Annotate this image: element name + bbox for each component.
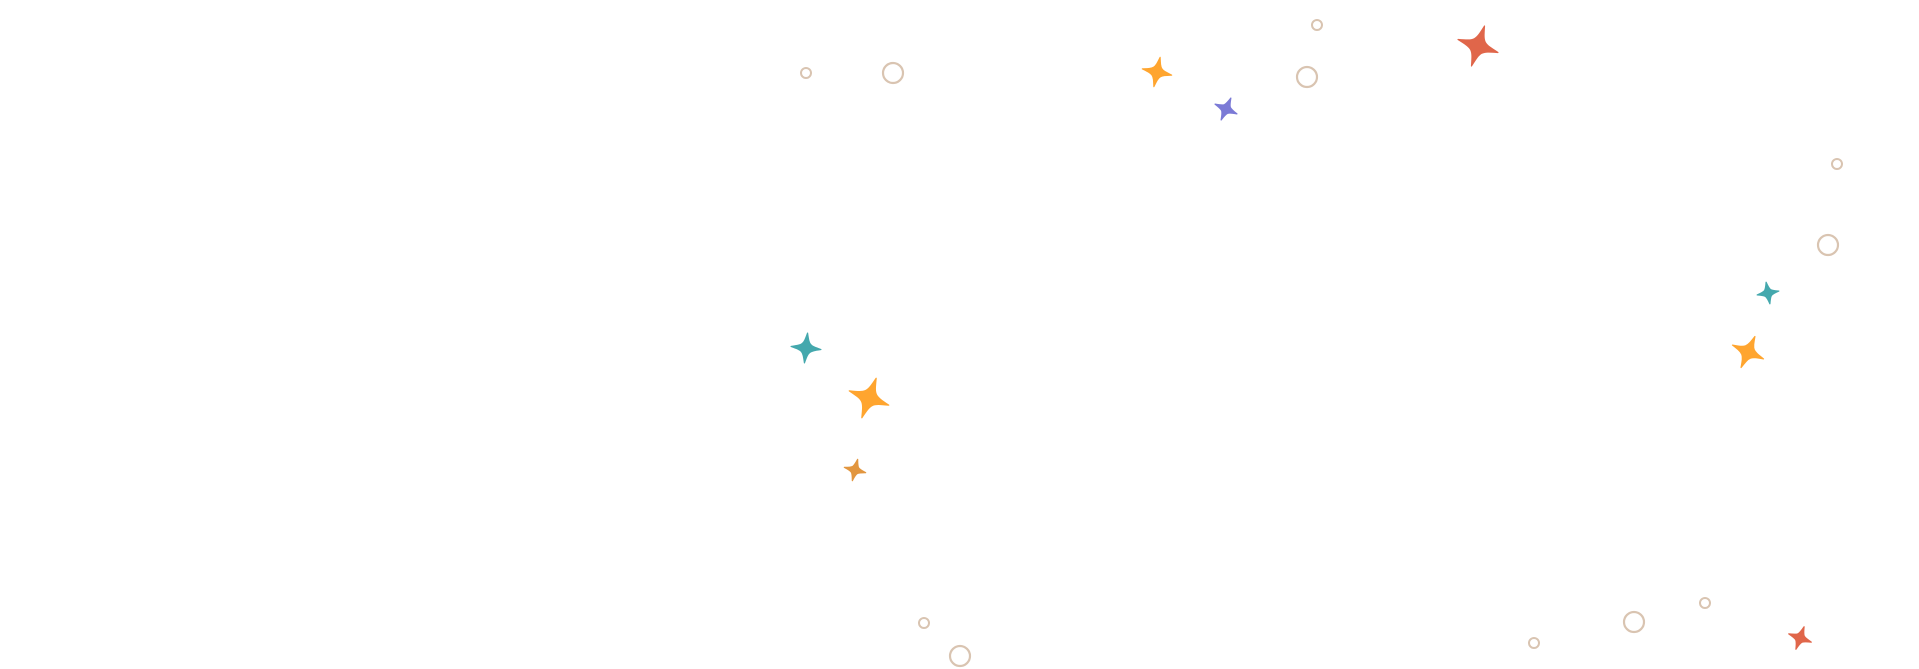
sparkle-star-icon	[1214, 97, 1238, 121]
ring-decoration-icon	[1816, 233, 1840, 257]
ring-decoration-icon	[1699, 597, 1711, 609]
sparkle-star-icon	[790, 332, 822, 364]
ring-decoration-icon	[1831, 158, 1843, 170]
sparkle-star-icon	[1457, 25, 1499, 67]
sparkle-star-icon	[1141, 56, 1173, 88]
ring-decoration-icon	[918, 617, 930, 629]
ring-decoration-icon	[948, 644, 972, 668]
ring-decoration-icon	[1528, 637, 1540, 649]
ring-decoration-icon	[800, 67, 812, 79]
sparkle-star-icon	[1788, 626, 1812, 650]
sparkle-star-icon	[843, 458, 867, 482]
ring-decoration-icon	[1295, 65, 1319, 89]
ring-decoration-icon	[1311, 19, 1323, 31]
sparkle-star-icon	[1756, 281, 1780, 305]
ring-decoration-icon	[881, 61, 905, 85]
ring-decoration-icon	[1622, 610, 1646, 634]
sparkle-star-icon	[1731, 335, 1765, 369]
sparkle-star-icon	[848, 377, 890, 419]
